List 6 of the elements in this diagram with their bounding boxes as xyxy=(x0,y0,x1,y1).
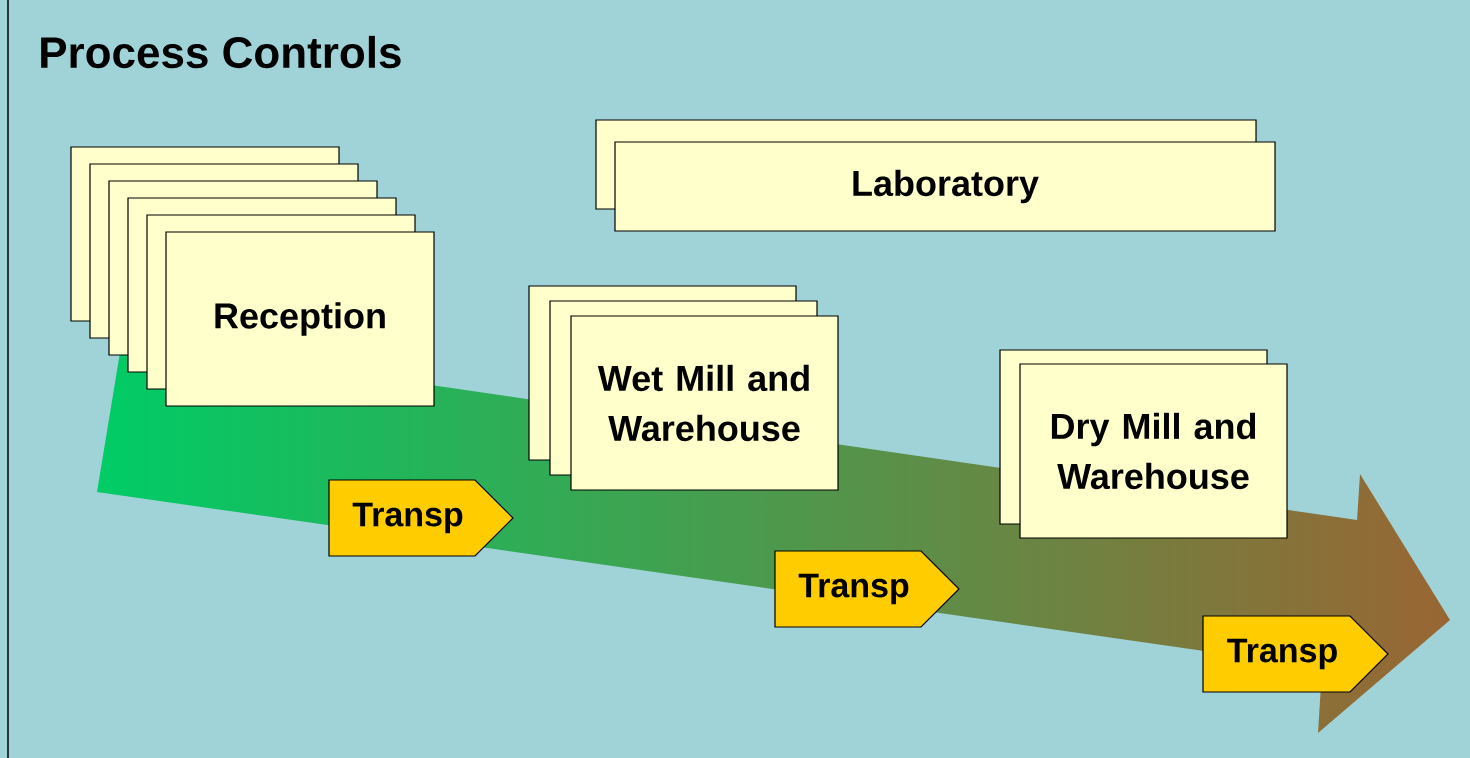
title: Process Controls xyxy=(41,35,401,69)
stacked-box: Laboratory xyxy=(595,119,1276,232)
stacked-box: Reception xyxy=(70,146,435,407)
stacked-box: Dry Mill and Warehouse xyxy=(999,349,1288,539)
chevron-box: Transp xyxy=(328,479,514,557)
stacked-box: Wet Mill and Warehouse xyxy=(528,285,839,491)
